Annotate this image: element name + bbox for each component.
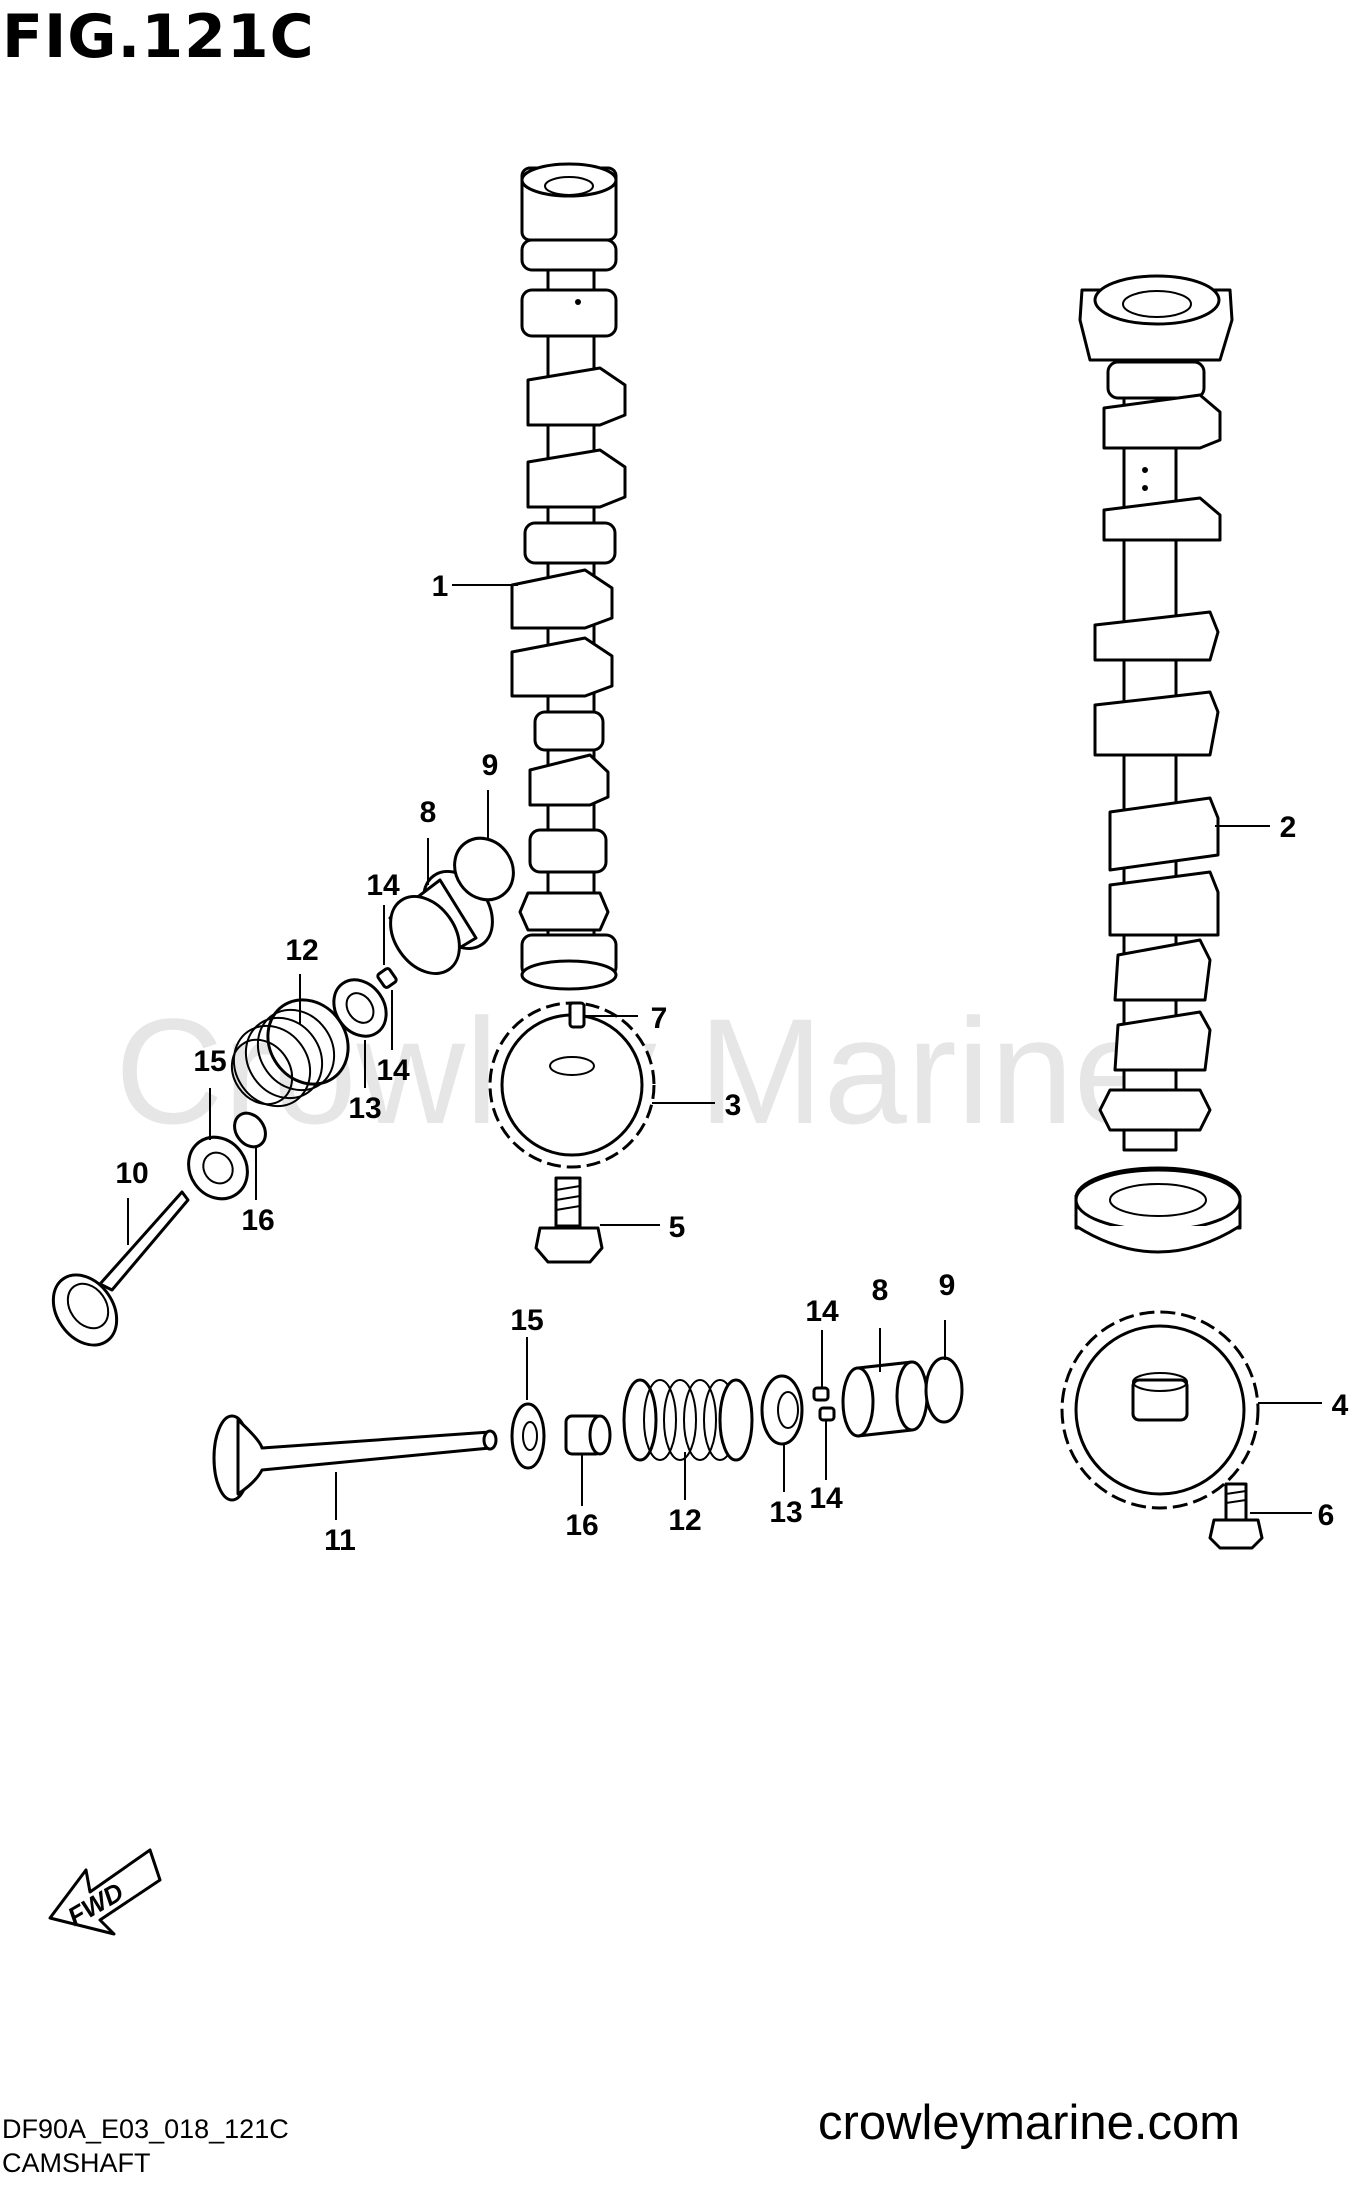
callout-10: 10 bbox=[115, 1157, 148, 1190]
callout-13-lower: 13 bbox=[769, 1496, 802, 1529]
valve-seal-intake bbox=[233, 1111, 267, 1149]
callout-11: 11 bbox=[324, 1524, 356, 1557]
callout-4: 4 bbox=[1332, 1389, 1349, 1422]
callout-3: 3 bbox=[725, 1089, 742, 1122]
valve-intake bbox=[51, 1190, 190, 1347]
callout-15-upper: 15 bbox=[193, 1045, 226, 1078]
sprocket-intake bbox=[488, 1001, 656, 1169]
callout-9-upper: 9 bbox=[482, 749, 499, 782]
valve-spring-exhaust bbox=[622, 1378, 754, 1462]
fwd-arrow-icon: FWD bbox=[48, 1848, 162, 1936]
bolt-sprocket-intake bbox=[534, 1176, 604, 1264]
callout-12-upper: 12 bbox=[285, 934, 318, 967]
callout-12-lower: 12 bbox=[668, 1504, 701, 1537]
callout-2: 2 bbox=[1280, 811, 1297, 844]
drawing-code: DF90A_E03_018_121C bbox=[2, 2114, 289, 2144]
spring-seat-exhaust bbox=[510, 1402, 546, 1470]
callout-labels: 1 2 3 4 5 6 7 8 9 10 11 12 13 14 14 15 1… bbox=[115, 570, 1348, 1557]
callout-14-upper-a: 14 bbox=[366, 869, 400, 902]
cotter-intake bbox=[376, 967, 398, 989]
callout-15-lower: 15 bbox=[510, 1304, 543, 1337]
valve-exhaust bbox=[212, 1414, 498, 1502]
figure-title: FIG.121C bbox=[2, 2, 315, 72]
callout-1: 1 bbox=[432, 570, 449, 603]
bolt-sprocket-exhaust bbox=[1208, 1482, 1264, 1550]
shim-exhaust bbox=[924, 1356, 964, 1424]
leader-lines bbox=[127, 584, 1322, 1520]
sprocket-exhaust bbox=[1060, 1310, 1260, 1510]
diagram-caption: CAMSHAFT bbox=[2, 2148, 151, 2178]
callout-16-lower: 16 bbox=[565, 1509, 598, 1542]
spring-seat-intake bbox=[187, 1135, 249, 1201]
shim-intake bbox=[453, 836, 515, 902]
callout-7: 7 bbox=[651, 1002, 668, 1035]
callout-6: 6 bbox=[1318, 1499, 1335, 1532]
retainer-exhaust bbox=[760, 1374, 804, 1446]
pin bbox=[568, 1001, 586, 1029]
website-url: crowleymarine.com bbox=[818, 2096, 1241, 2150]
callout-16-upper: 16 bbox=[241, 1204, 274, 1237]
valve-seal-exhaust bbox=[564, 1414, 612, 1456]
valve-spring-intake bbox=[230, 998, 350, 1108]
callout-5: 5 bbox=[669, 1211, 686, 1244]
callout-8-upper: 8 bbox=[420, 796, 437, 829]
camshaft-exhaust bbox=[1074, 274, 1242, 1254]
callout-9-lower: 9 bbox=[939, 1269, 956, 1302]
camshaft-intake bbox=[510, 162, 627, 991]
callout-8-lower: 8 bbox=[872, 1274, 889, 1307]
bucket-tappet-exhaust bbox=[841, 1360, 929, 1438]
cotter-exhaust bbox=[812, 1386, 836, 1422]
callout-13-upper: 13 bbox=[348, 1092, 381, 1125]
callout-14-lower-a: 14 bbox=[805, 1295, 839, 1328]
callout-14-upper-b: 14 bbox=[376, 1054, 410, 1087]
callout-14-lower-b: 14 bbox=[809, 1482, 843, 1515]
bucket-tappet-intake bbox=[388, 870, 494, 975]
